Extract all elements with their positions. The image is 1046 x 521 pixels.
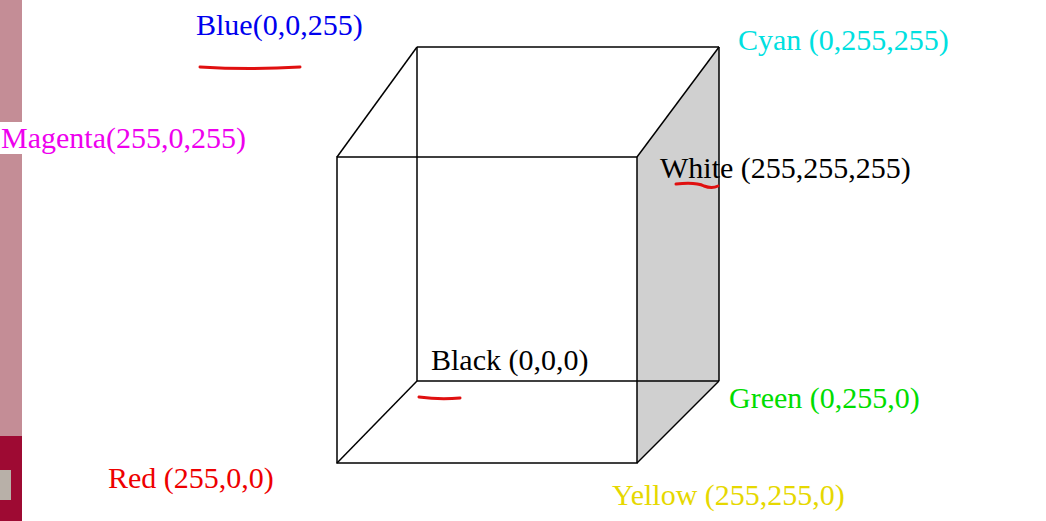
logo bbox=[0, 470, 11, 500]
color-label: Red (255,0,0) bbox=[107, 462, 275, 494]
side-bar bbox=[0, 0, 22, 436]
color-label: Blue(0,0,255) bbox=[195, 9, 364, 41]
cube-edge bbox=[718, 47, 720, 381]
color-label: Green (0,255,0) bbox=[728, 382, 921, 414]
shaded-face bbox=[637, 47, 719, 463]
cube-edge bbox=[417, 380, 719, 382]
pen-underline bbox=[676, 183, 718, 187]
front-face bbox=[337, 157, 637, 463]
cube-edge bbox=[337, 381, 417, 463]
cube-edge bbox=[417, 46, 719, 48]
color-label: Black (0,0,0) bbox=[430, 344, 589, 376]
color-label: White (255,255,255) bbox=[659, 152, 912, 184]
cube-edge bbox=[637, 47, 719, 157]
pen-underline bbox=[200, 67, 300, 69]
color-label: Yellow (255,255,0) bbox=[611, 479, 846, 511]
cube-edge bbox=[416, 47, 418, 381]
pen-underline bbox=[419, 397, 460, 399]
side-bar-base bbox=[0, 436, 22, 521]
cube-edge bbox=[337, 47, 417, 157]
color-label: Cyan (0,255,255) bbox=[737, 24, 950, 56]
cube-edge bbox=[637, 381, 719, 463]
color-label: Magenta(255,0,255) bbox=[0, 122, 247, 154]
